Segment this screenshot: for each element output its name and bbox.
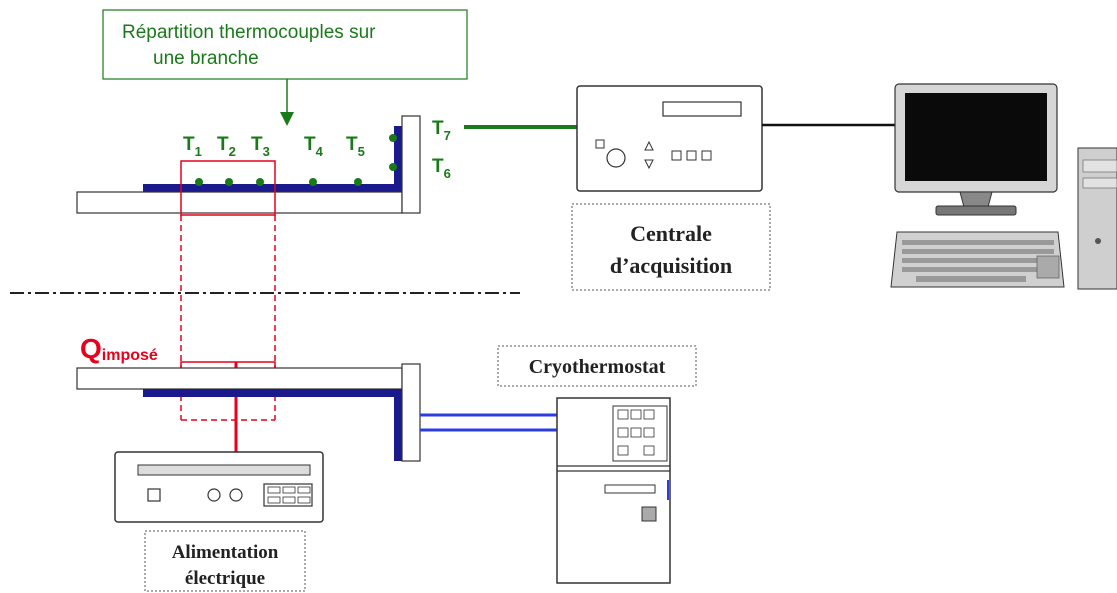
top-branch <box>76 115 421 214</box>
bottom-branch <box>76 363 421 462</box>
top-end-plate <box>401 115 421 214</box>
callout-line2: une branche <box>153 48 259 69</box>
acquisition-label-line1: Centrale <box>630 221 712 246</box>
cryothermostat-slot <box>604 484 656 494</box>
thermocouple-label-t5: T5 <box>346 134 365 159</box>
power-knob-right <box>229 488 243 502</box>
callout-box: Répartition thermocouples sur une branch… <box>102 9 468 80</box>
acquisition-down-arrow-icon <box>644 159 654 170</box>
power-knob-left <box>207 488 221 502</box>
callout-line1: Répartition thermocouples sur <box>122 22 376 43</box>
cryothermostat-label-text: Cryothermostat <box>529 356 666 378</box>
acquisition-unit <box>576 85 763 192</box>
thermocouple-point-t6 <box>389 163 397 171</box>
thermocouple-points <box>195 134 397 186</box>
thermocouple-point-t1 <box>195 178 203 186</box>
monitor-screen <box>905 93 1047 181</box>
top-heat-pipe-vertical <box>394 126 403 192</box>
keyboard <box>890 231 1065 288</box>
heat-flux-label: Qimposé <box>80 333 158 364</box>
thermocouple-point-t7 <box>389 134 397 142</box>
acquisition-label: Centrale d’acquisition <box>571 203 771 291</box>
acquisition-up-arrow-icon <box>644 140 654 151</box>
bottom-heat-pipe-horizontal <box>143 389 405 397</box>
bottom-end-plate <box>401 363 421 462</box>
tower-case <box>1077 147 1117 290</box>
power-switch <box>147 488 161 502</box>
cryothermostat-label: Cryothermostat <box>497 345 697 387</box>
bottom-heat-pipe-vertical <box>394 389 403 461</box>
thermocouple-point-t5 <box>354 178 362 186</box>
power-supply <box>114 451 324 523</box>
cryothermostat-button <box>641 506 657 522</box>
cryothermostat <box>556 397 671 584</box>
callout-arrow <box>280 79 294 126</box>
power-supply-label-line1: Alimentation <box>172 542 279 563</box>
thermocouple-point-t4 <box>309 178 317 186</box>
acquisition-knob <box>606 148 626 168</box>
thermocouple-labels: T1 T2 T3 T4 T5 T7 T6 <box>183 118 451 181</box>
thermocouple-point-t3 <box>256 178 264 186</box>
top-heat-pipe-horizontal <box>143 184 405 192</box>
acquisition-button-square <box>595 139 605 149</box>
thermocouple-label-t3: T3 <box>251 134 270 159</box>
thermocouple-label-t4: T4 <box>304 134 324 159</box>
thermocouple-label-t6: T6 <box>432 156 451 181</box>
thermocouple-label-t7: T7 <box>432 118 451 143</box>
power-supply-label-line2: électrique <box>185 568 265 589</box>
computer <box>890 83 1117 290</box>
thermocouple-point-t2 <box>225 178 233 186</box>
top-plate <box>76 191 403 214</box>
bottom-plate <box>76 367 403 390</box>
thermocouple-label-t2: T2 <box>217 134 236 159</box>
power-supply-label: Alimentation électrique <box>144 530 306 592</box>
coolant-lines <box>420 413 557 432</box>
thermocouple-label-t1: T1 <box>183 134 202 159</box>
acquisition-display <box>662 101 742 117</box>
acquisition-label-line2: d’acquisition <box>610 253 732 278</box>
